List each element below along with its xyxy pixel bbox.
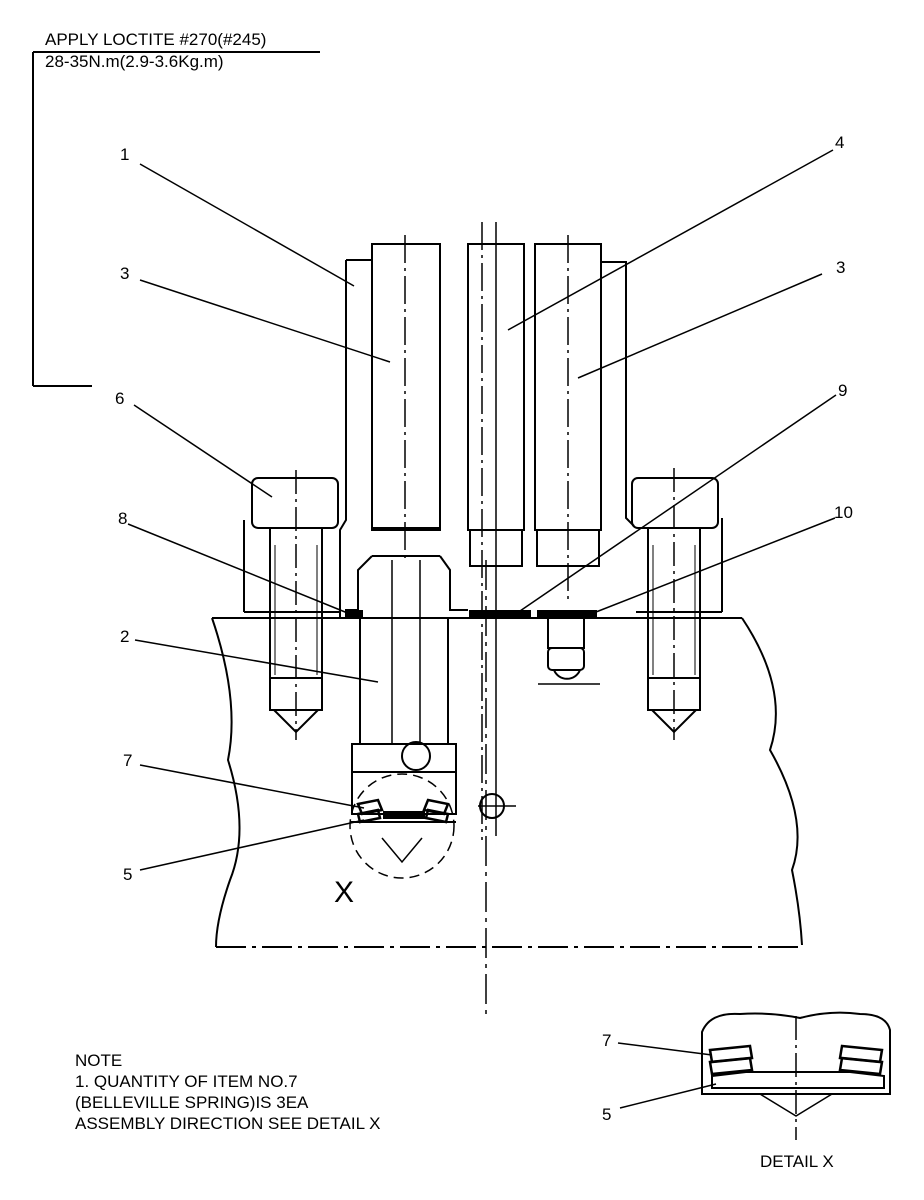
left-bolt-counterbore	[243, 520, 340, 613]
plunger-left-shoulder	[345, 555, 373, 618]
right-bolt-head	[631, 477, 719, 529]
detail-washer	[711, 1071, 885, 1089]
note-block: NOTE 1. QUANTITY OF ITEM NO.7 (BELLEVILL…	[75, 1050, 380, 1134]
pin-ball	[553, 669, 581, 680]
label-item-6: 6	[115, 389, 124, 408]
body-right-break	[741, 617, 803, 946]
note-line-2: (BELLEVILLE SPRING)IS 3EA	[75, 1093, 309, 1112]
right-bolt-counterbore	[636, 518, 723, 613]
left-bolt-head	[251, 477, 339, 529]
label-item-1: 1	[120, 145, 129, 164]
label-item-4: 4	[835, 133, 844, 152]
detail-cone	[759, 1093, 833, 1117]
detail-x-circle	[349, 773, 455, 879]
detail-label-item-7: 7	[602, 1031, 611, 1050]
housing-right-wall	[600, 261, 635, 527]
left-cylinder	[371, 243, 441, 531]
detail-leader-5	[619, 1083, 717, 1109]
label-item-9: 9	[838, 381, 847, 400]
label-item-2: 2	[120, 627, 129, 646]
loctite-callout-line1: APPLY LOCTITE #270(#245)	[45, 30, 267, 49]
plunger-ball	[401, 741, 431, 771]
washer-item-5	[383, 811, 425, 819]
detail-body	[701, 1011, 891, 1095]
leader-lines	[127, 149, 837, 871]
note-line-1: 1. QUANTITY OF ITEM NO.7	[75, 1072, 298, 1091]
note-line-3: ASSEMBLY DIRECTION SEE DETAIL X	[75, 1114, 381, 1133]
label-item-3-left: 3	[120, 264, 129, 283]
label-item-3-right: 3	[836, 258, 845, 277]
body-left-break	[211, 617, 241, 948]
pin-body	[547, 617, 585, 649]
detail-x-title: DETAIL X	[760, 1152, 834, 1171]
detail-leader-7	[617, 1042, 713, 1056]
label-detail-x: X	[334, 876, 354, 909]
loctite-callout: APPLY LOCTITE #270(#245) 28-35N.m(2.9-3.…	[45, 29, 266, 73]
seal-item-9	[469, 610, 531, 618]
plunger-right-shoulder	[439, 555, 468, 611]
label-item-8: 8	[118, 509, 127, 528]
detail-label-item-5: 5	[602, 1105, 611, 1124]
seal-item-8	[345, 610, 363, 619]
loctite-callout-line2: 28-35N.m(2.9-3.6Kg.m)	[45, 52, 224, 71]
detail-x-cone	[381, 837, 423, 864]
seal-item-10	[537, 610, 597, 618]
note-title: NOTE	[75, 1051, 123, 1070]
housing-left-wall	[339, 260, 347, 618]
label-item-5: 5	[123, 865, 132, 884]
belleville-springs	[356, 798, 450, 824]
detail-belleville-springs	[708, 1044, 884, 1076]
pin-end	[547, 647, 585, 671]
label-item-10: 10	[834, 503, 853, 522]
label-item-7: 7	[123, 751, 132, 770]
